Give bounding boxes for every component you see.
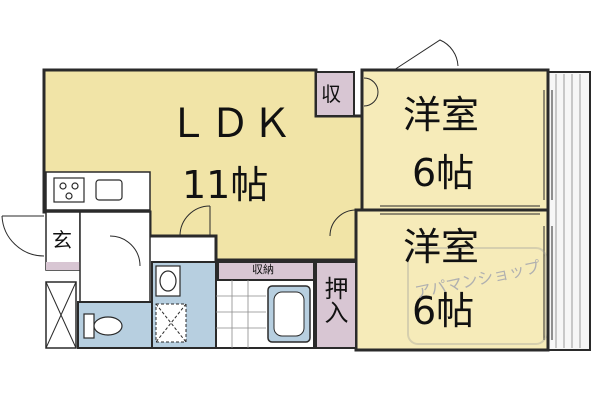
entrance-door-icon [1, 215, 45, 257]
western-room-1-floor [360, 68, 550, 212]
storage-strip-label: 収納 [252, 263, 274, 276]
entrance-tile [46, 262, 80, 270]
entrance-label: 玄 [52, 228, 72, 252]
bathroom-tiles [216, 280, 266, 348]
door-swing-icons [109, 39, 459, 267]
shoe-storage-cross [45, 281, 77, 349]
wash-basin-icon [155, 265, 181, 297]
balcony [547, 71, 591, 351]
watermark-logo [407, 247, 547, 345]
washing-machine-icon [155, 303, 187, 343]
storage-small [315, 71, 355, 117]
windows [380, 90, 553, 340]
western-room-2-name-label: 洋室 [403, 225, 480, 269]
storage-label: 収 [321, 82, 341, 106]
sink-icon [95, 179, 123, 201]
closet-label: 押入 [320, 276, 348, 324]
western-room-2-size-label: 6帖 [412, 289, 475, 333]
bathtub-inner [273, 291, 305, 337]
stove-icon [53, 177, 85, 203]
toilet-icon [83, 313, 123, 339]
balcony-rail [555, 74, 581, 348]
western-room-1-size-label: 6帖 [412, 151, 475, 195]
ldk-size-label: 11帖 [182, 163, 269, 207]
hallway [79, 211, 151, 303]
ldk-name-label: ＬＤＫ [168, 101, 294, 147]
western-room-1-name-label: 洋室 [403, 93, 480, 137]
closet [315, 261, 357, 349]
